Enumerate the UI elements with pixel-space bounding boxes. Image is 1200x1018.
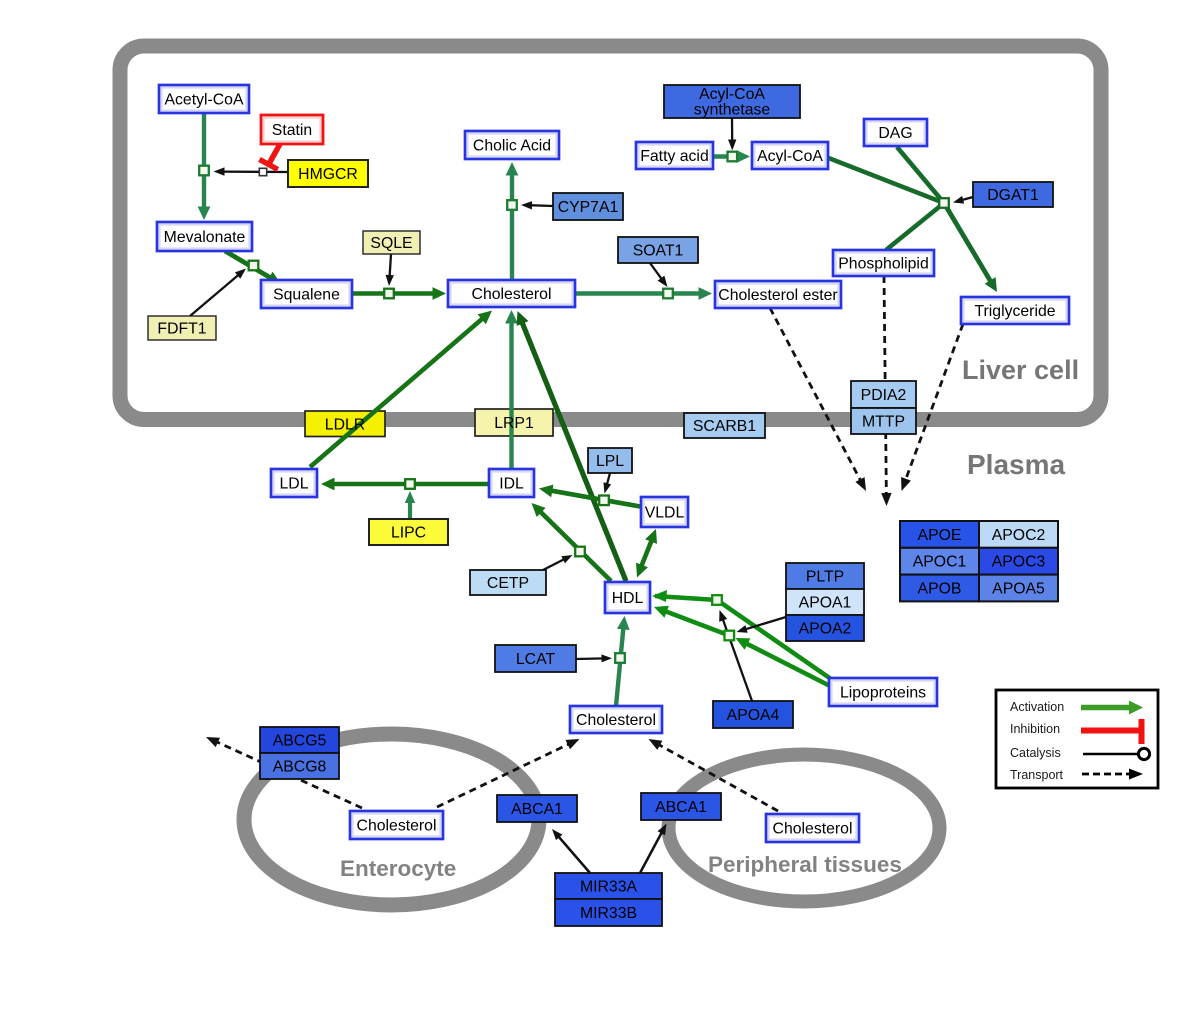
svg-text:Triglyceride: Triglyceride: [974, 303, 1055, 320]
svg-text:LDL: LDL: [280, 475, 309, 492]
svg-text:Cholesterol: Cholesterol: [576, 712, 656, 729]
svg-text:CYP7A1: CYP7A1: [558, 199, 619, 216]
svg-text:Lipoproteins: Lipoproteins: [840, 684, 926, 701]
svg-text:PLTP: PLTP: [806, 568, 844, 585]
svg-text:DAG: DAG: [878, 125, 912, 142]
svg-text:Statin: Statin: [272, 122, 312, 139]
svg-text:MTTP: MTTP: [862, 413, 905, 430]
svg-text:ABCG5: ABCG5: [273, 732, 327, 749]
svg-text:Cholesterol: Cholesterol: [773, 820, 853, 837]
svg-text:Mevalonate: Mevalonate: [164, 229, 246, 246]
svg-text:Catalysis: Catalysis: [1010, 746, 1061, 760]
svg-text:APOA4: APOA4: [727, 707, 780, 724]
svg-text:Squalene: Squalene: [273, 286, 340, 303]
svg-text:APOB: APOB: [918, 580, 962, 597]
svg-text:Activation: Activation: [1010, 700, 1064, 714]
svg-text:Acyl-CoA: Acyl-CoA: [699, 86, 765, 103]
svg-text:Cholesterol ester: Cholesterol ester: [718, 287, 837, 304]
svg-text:Liver cell: Liver cell: [962, 355, 1079, 385]
svg-text:Cholesterol: Cholesterol: [357, 817, 437, 834]
svg-text:Peripheral tissues: Peripheral tissues: [708, 852, 902, 877]
svg-text:Acyl-CoA: Acyl-CoA: [757, 148, 823, 165]
svg-text:ABCA1: ABCA1: [511, 801, 563, 818]
svg-text:APOE: APOE: [918, 527, 962, 544]
svg-text:SQLE: SQLE: [370, 235, 412, 252]
svg-text:Phospholipid: Phospholipid: [838, 255, 928, 272]
svg-text:MIR33A: MIR33A: [580, 878, 638, 895]
svg-text:APOA5: APOA5: [992, 580, 1045, 597]
svg-text:Cholic Acid: Cholic Acid: [473, 137, 551, 154]
svg-text:DGAT1: DGAT1: [987, 187, 1039, 204]
svg-text:CETP: CETP: [487, 575, 529, 592]
svg-text:PDIA2: PDIA2: [861, 387, 907, 404]
svg-text:LCAT: LCAT: [516, 651, 556, 668]
svg-text:Inhibition: Inhibition: [1010, 722, 1060, 736]
svg-text:APOC3: APOC3: [992, 554, 1046, 571]
svg-text:APOC2: APOC2: [992, 527, 1046, 544]
svg-text:LDLR: LDLR: [325, 417, 365, 434]
svg-text:LPL: LPL: [596, 453, 624, 470]
svg-text:APOC1: APOC1: [913, 554, 967, 571]
svg-text:synthetase: synthetase: [694, 102, 771, 119]
svg-text:SOAT1: SOAT1: [633, 242, 684, 259]
svg-text:APOA1: APOA1: [799, 594, 852, 611]
svg-text:VLDL: VLDL: [645, 504, 685, 521]
svg-text:IDL: IDL: [499, 475, 524, 492]
svg-text:APOA2: APOA2: [799, 620, 852, 637]
svg-text:LIPC: LIPC: [391, 524, 426, 541]
svg-text:HMGCR: HMGCR: [298, 166, 358, 183]
svg-text:Fatty acid: Fatty acid: [640, 148, 708, 165]
svg-text:Acetyl-CoA: Acetyl-CoA: [164, 91, 243, 108]
svg-text:FDFT1: FDFT1: [157, 320, 206, 337]
svg-text:Cholesterol: Cholesterol: [472, 286, 552, 303]
svg-text:Transport: Transport: [1010, 768, 1064, 782]
svg-text:ABCA1: ABCA1: [655, 799, 707, 816]
svg-text:SCARB1: SCARB1: [693, 418, 756, 435]
svg-text:ABCG8: ABCG8: [273, 758, 327, 775]
svg-text:Plasma: Plasma: [967, 449, 1065, 480]
svg-text:Enterocyte: Enterocyte: [340, 856, 456, 881]
svg-text:MIR33B: MIR33B: [580, 905, 637, 922]
svg-text:HDL: HDL: [612, 590, 644, 607]
svg-text:LRP1: LRP1: [494, 415, 534, 432]
